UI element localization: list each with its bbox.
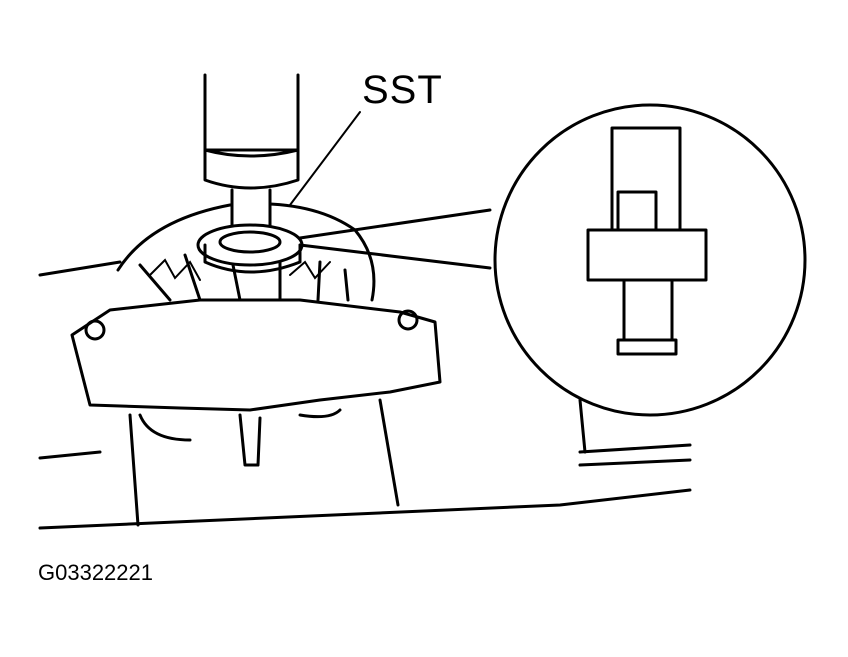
- figure-code: G03322221: [38, 560, 153, 585]
- detail-callout: [298, 103, 807, 417]
- work-surface: [38, 260, 692, 530]
- sst-label: SST: [362, 68, 443, 112]
- press-tool: [196, 73, 304, 274]
- alternator: [70, 202, 442, 467]
- sst-leader-line: [289, 111, 361, 206]
